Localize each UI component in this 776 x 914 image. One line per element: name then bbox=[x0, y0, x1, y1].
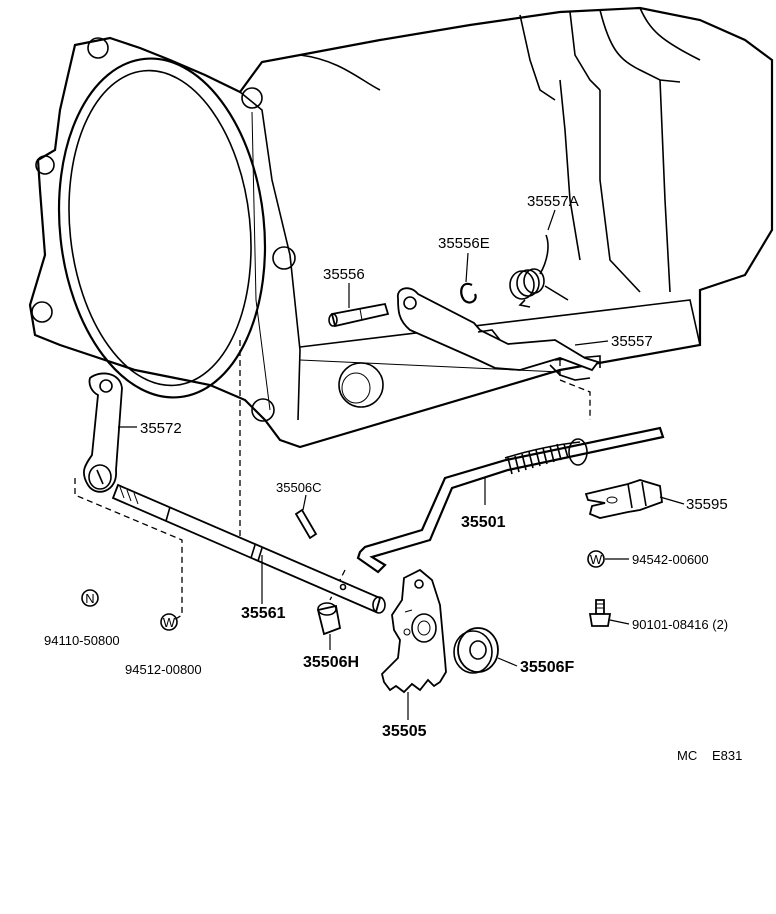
part-35557-lever bbox=[397, 287, 600, 372]
label-35556E: 35556E bbox=[438, 235, 490, 252]
label-35506F: 35506F bbox=[520, 659, 574, 676]
label-35506C: 35506C bbox=[276, 480, 322, 495]
label-35556: 35556 bbox=[323, 266, 365, 283]
svg-text:N: N bbox=[85, 591, 94, 606]
part-35556E-e-clip bbox=[460, 282, 477, 304]
symbol-n-circle: N bbox=[81, 589, 99, 607]
part-35506F-seal bbox=[453, 627, 499, 674]
part-35506H-bushing bbox=[316, 602, 342, 636]
svg-text:W: W bbox=[163, 615, 176, 630]
label-35506H: 35506H bbox=[303, 654, 359, 671]
leader-lines bbox=[118, 209, 685, 720]
part-35501-rod bbox=[356, 426, 665, 574]
label-90101-08416: 90101-08416 (2) bbox=[632, 617, 728, 632]
part-35556-pin bbox=[328, 302, 390, 328]
assembly-guide-lines bbox=[74, 340, 591, 621]
footer-ref-mc: MC bbox=[677, 748, 697, 763]
part-35572-lever bbox=[83, 372, 123, 493]
svg-text:W: W bbox=[590, 552, 603, 567]
label-35557A: 35557A bbox=[527, 193, 579, 210]
label-35595: 35595 bbox=[686, 496, 728, 513]
part-35557A-spring bbox=[509, 234, 569, 308]
part-labels: 35557A 35556E 35556 35557 35572 35506C 3… bbox=[44, 193, 742, 763]
part-35595-clip bbox=[584, 479, 663, 519]
part-90101-bolt bbox=[588, 599, 612, 627]
part-35506C-pin bbox=[294, 508, 318, 540]
label-35572: 35572 bbox=[140, 420, 182, 437]
symbol-w-circle-lower: W bbox=[160, 613, 178, 631]
symbol-w-circle-right: W bbox=[587, 550, 605, 568]
label-94110-50800: 94110-50800 bbox=[44, 633, 120, 648]
label-35561: 35561 bbox=[241, 605, 286, 622]
part-35561-shaft bbox=[111, 483, 386, 614]
label-94512-00800: 94512-00800 bbox=[125, 662, 202, 677]
label-35505: 35505 bbox=[382, 723, 427, 740]
part-35505-detent-plate bbox=[381, 568, 447, 694]
label-35557: 35557 bbox=[611, 333, 653, 350]
label-94542-00600: 94542-00600 bbox=[632, 552, 709, 567]
label-35501: 35501 bbox=[461, 514, 506, 531]
transmission-housing bbox=[28, 6, 774, 449]
footer-ref-code: E831 bbox=[712, 748, 742, 763]
